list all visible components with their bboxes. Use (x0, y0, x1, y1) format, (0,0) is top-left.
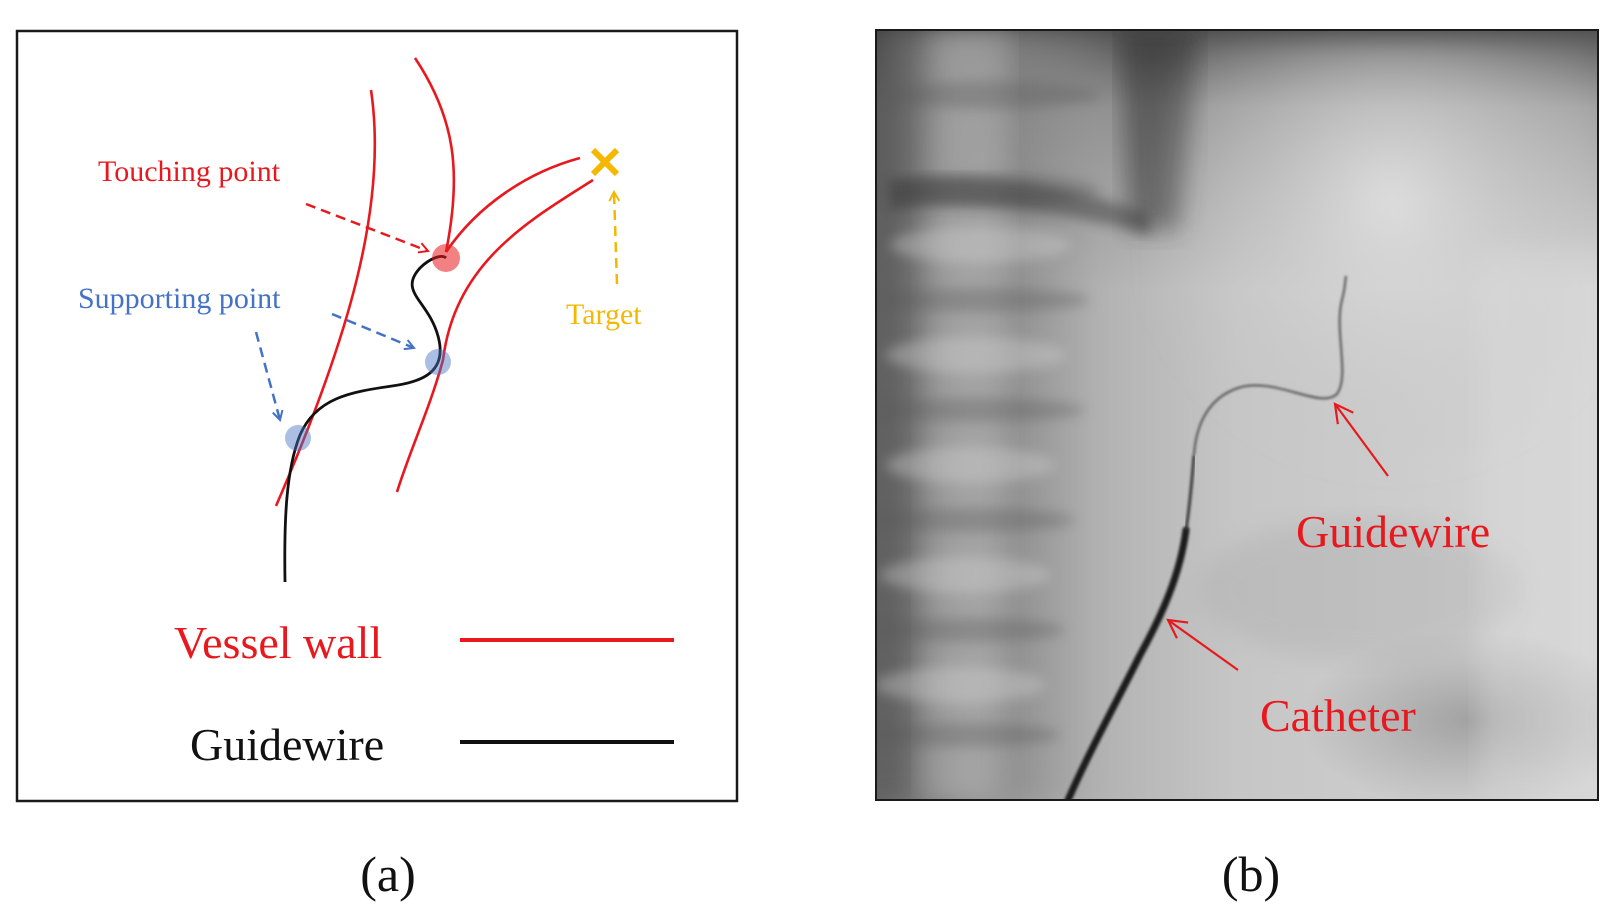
touching-point-marker (432, 244, 460, 272)
panel-a: Touching point Supporting point Target V… (15, 29, 739, 803)
xray-catheter-arrow (1166, 618, 1239, 671)
xray-guidewire-label: Guidewire (1296, 506, 1490, 557)
supporting-point-marker-lower (285, 425, 311, 451)
vessel-wall-right (395, 178, 594, 493)
vessel-wall-upper-branch (444, 156, 581, 253)
touching-point-arrow (305, 202, 428, 251)
panel-b: Guidewire Catheter (875, 29, 1599, 801)
vessel-wall-left (274, 89, 377, 507)
xray-catheter-label: Catheter (1260, 690, 1416, 741)
touching-point-label: Touching point (98, 155, 281, 188)
target-cross-icon (590, 147, 620, 177)
panel-a-frame (15, 29, 739, 803)
xray-catheter (1064, 526, 1190, 800)
xray-guidewire (1193, 275, 1347, 456)
vessel-wall-middle (413, 57, 456, 253)
supporting-point-arrow-upper (331, 312, 414, 348)
panel-b-frame (875, 29, 1599, 801)
guidewire-curve (283, 255, 447, 583)
supporting-point-label: Supporting point (78, 282, 281, 315)
legend-vessel-wall-label: Vessel wall (174, 617, 382, 668)
supporting-point-marker-upper (425, 349, 451, 375)
caption-b: (b) (1222, 846, 1280, 902)
xray-guidewire-arrow (1333, 402, 1389, 477)
xray-image (876, 30, 1598, 800)
legend-guidewire-label: Guidewire (190, 719, 384, 770)
target-label: Target (566, 298, 642, 331)
caption-a: (a) (360, 846, 416, 902)
